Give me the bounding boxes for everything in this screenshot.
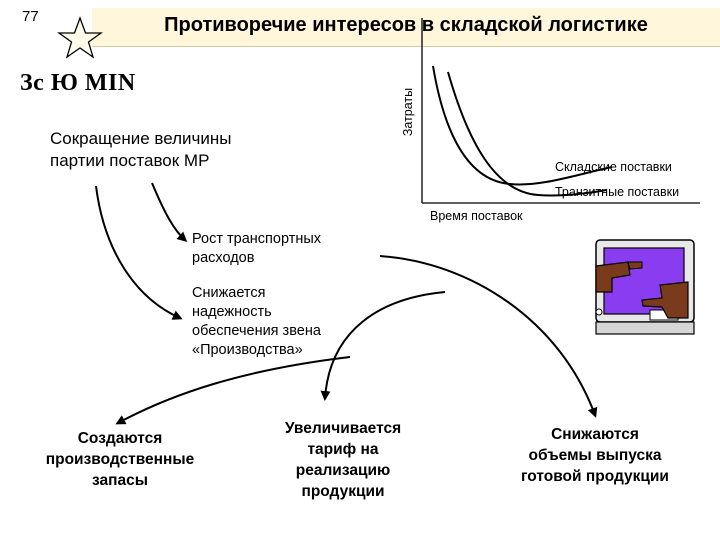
curve-label-warehouse: Складские поставки [555, 160, 672, 174]
reduction-text: Сокращение величины партии поставок МР [50, 128, 232, 172]
step-line: надежность [192, 304, 272, 320]
outcome-line: производственные [45, 451, 195, 468]
arrow-to-tariff [320, 291, 446, 401]
outcome-line: Снижаются [551, 426, 639, 443]
step-line: Снижается [192, 285, 266, 301]
outcome-line: готовой продукции [521, 468, 669, 485]
step-line: «Производства» [192, 342, 303, 358]
arrow-to-reliability [95, 185, 183, 320]
slide-number: 77 [22, 8, 39, 25]
step-line: Рост транспортных [192, 231, 322, 247]
arrow-to-transport [151, 182, 188, 243]
outcome-tariff: Увеличивается тариф на реализацию продук… [258, 418, 428, 502]
min-cost-formula: Зс Ю MIN [20, 70, 136, 96]
outcome-line: Создаются [77, 430, 163, 447]
outcome-line: Увеличивается [284, 420, 402, 437]
title-band [92, 8, 720, 47]
computer-pointing-hands-icon [595, 239, 695, 335]
step-line: обеспечения звена [192, 323, 321, 339]
curve-transit [447, 71, 607, 197]
step-reliability: Снижается надежность обеспечения звена «… [192, 284, 321, 360]
step-transport-costs: Рост транспортных расходов [192, 230, 321, 268]
x-axis-label: Время поставок [430, 209, 523, 223]
outcome-stocks: Создаются производственные запасы [20, 428, 220, 491]
outcome-line: объемы выпуска [528, 447, 662, 464]
step-line: расходов [192, 250, 255, 266]
arrow-to-output [379, 255, 598, 418]
curve-label-transit: Транзитные поставки [555, 185, 680, 199]
outcome-line: запасы [92, 472, 148, 489]
arrow-to-stocks [115, 356, 351, 425]
star-icon [56, 16, 104, 59]
reduction-line: Сокращение величины [50, 129, 232, 148]
outcome-line: тариф на [307, 441, 379, 458]
reduction-line: партии поставок МР [50, 151, 210, 170]
outcome-line: реализацию [295, 462, 391, 479]
outcome-output: Снижаются объемы выпуска готовой продукц… [495, 424, 695, 487]
outcome-line: продукции [301, 483, 385, 500]
y-axis-label: Затраты [401, 87, 415, 137]
slide-title: Противоречие интересов в складской логис… [164, 14, 648, 36]
